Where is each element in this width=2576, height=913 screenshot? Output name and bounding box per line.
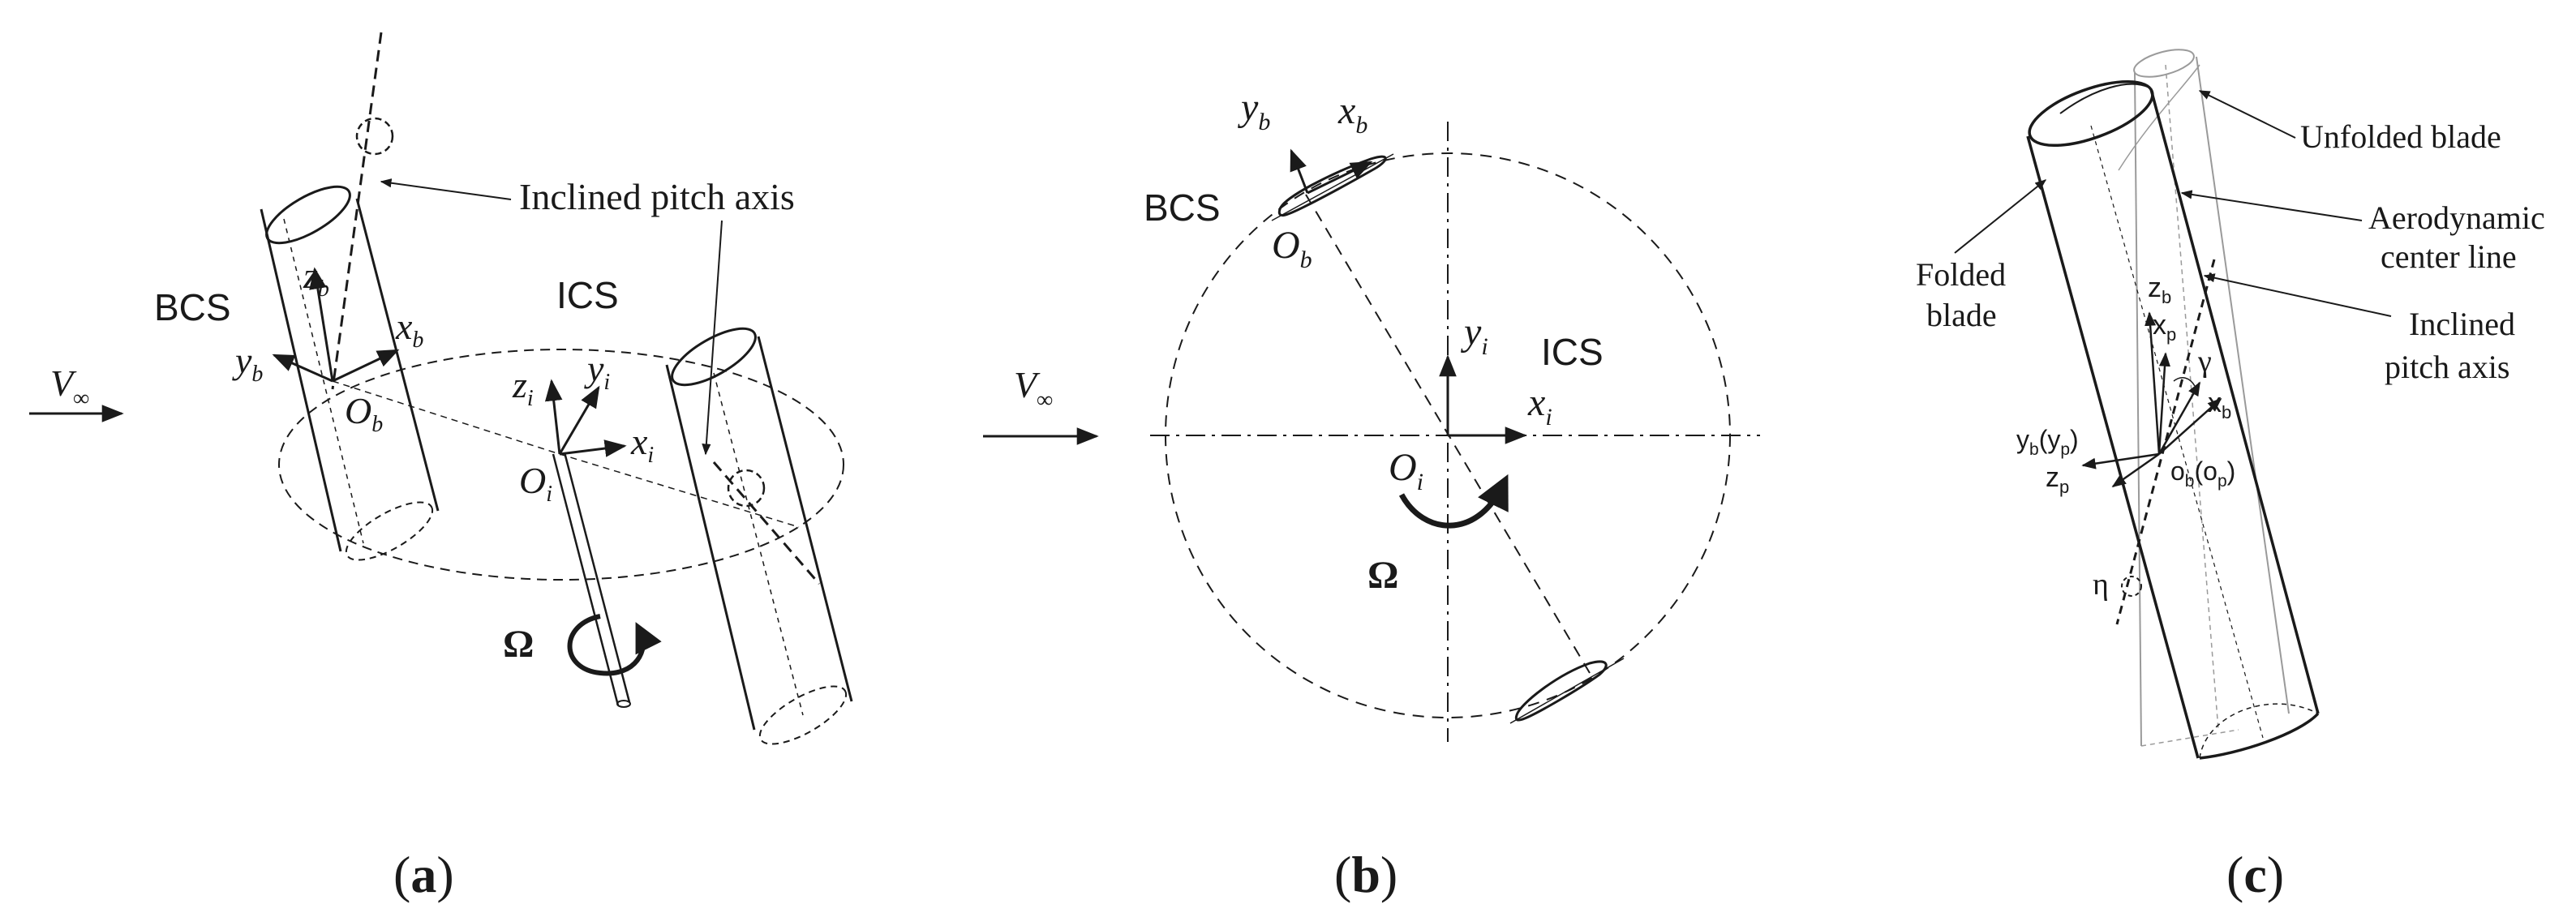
axis-xb-c: xb (2208, 388, 2231, 422)
panel-c: zb xp γ xb yb(yp) zp ob(op) η Unfolded b… (1916, 49, 2545, 903)
blade-axes-c: zb xp γ xb yb(yp) zp ob(op) η (2016, 272, 2235, 602)
unfolded-blade-label: Unfolded blade (2300, 118, 2501, 155)
freestream-arrow-b: V∞ (983, 364, 1099, 445)
axis-zb-c: zb (2148, 272, 2171, 307)
airfoil-bottom (1509, 658, 1625, 724)
folded-blade (2026, 79, 2320, 760)
right-blade (665, 327, 853, 745)
origin-oi-a: Oi (519, 460, 552, 507)
folded-blade-label-line1: Folded (1916, 256, 2006, 293)
folded-blade-label-line2: blade (1926, 297, 1997, 333)
caption-b: (b) (1334, 846, 1397, 903)
airfoil-top (1271, 153, 1394, 221)
origin-ob-b: Ob (1272, 224, 1312, 273)
rotor-plane-ellipse (278, 349, 844, 581)
bcs-axes-a: zb xb yb Ob (232, 255, 423, 437)
axis-xi-a: xi (630, 421, 654, 468)
rotation-arrow-b (1398, 474, 1509, 529)
omega-symbol-b: Ω (1367, 554, 1398, 597)
ics-label-a: ICS (556, 274, 619, 316)
aero-center-label-line1: Aerodynamic (2368, 199, 2545, 236)
axis-zp-c: zp (2046, 462, 2069, 497)
pitch-axis-line-a (331, 32, 383, 390)
rotation-arrow-a (567, 614, 662, 676)
pitch-axis-label: Inclined pitch axis (519, 176, 795, 217)
omega-symbol-a: Ω (503, 623, 534, 666)
freestream-label-b: V∞ (1014, 364, 1053, 413)
bcs-label-a: BCS (154, 286, 231, 328)
axis-yb-yp-c: yb(yp) (2016, 425, 2079, 459)
unfolded-blade (2118, 49, 2290, 747)
axis-yi-b: yi (1460, 311, 1488, 360)
axis-yb-a: yb (232, 340, 263, 387)
caption-c: (c) (2226, 846, 2284, 903)
ics-label-b: ICS (1541, 331, 1604, 373)
gamma-angle-c: γ (2197, 345, 2212, 379)
axis-xb-b: xb (1337, 89, 1367, 139)
freestream-label-a: V∞ (50, 362, 89, 411)
origin-ob-a: Ob (345, 390, 383, 437)
axis-zi-a: zi (512, 364, 534, 411)
ics-axes-b: yi xi Oi (1389, 311, 1552, 495)
panel-a: V∞ Inclined pitch axis BCS zb xb (29, 32, 853, 903)
axis-xp-c: xp (2153, 310, 2176, 345)
rotor-shaft (552, 452, 631, 708)
bcs-label-b: BCS (1144, 186, 1221, 229)
axis-xb-a: xb (395, 306, 423, 353)
panel-b: V∞ yb xb Ob BCS yi xi (983, 86, 1760, 903)
inclined-pitch-label-line1: Inclined (2409, 306, 2515, 342)
axis-xi-b: xi (1527, 381, 1552, 431)
pitch-axis-line-c (2115, 259, 2216, 625)
eta-angle-c: η (2093, 568, 2109, 602)
caption-a: (a) (393, 846, 454, 903)
axis-yb-b: yb (1237, 86, 1270, 135)
inclined-pitch-label-line2: pitch axis (2385, 349, 2509, 385)
pitch-axis-marker-top (355, 117, 394, 156)
axis-yi-a: yi (584, 348, 610, 395)
ics-axes-a: zi yi xi Oi (512, 348, 654, 507)
bcs-axes-b: yb xb Ob (1237, 86, 1373, 273)
axis-zb-a: zb (303, 255, 329, 302)
aero-center-label-line2: center line (2381, 238, 2517, 275)
freestream-arrow-a: V∞ (29, 362, 124, 422)
origin-ob-op-c: ob(op) (2170, 456, 2235, 491)
origin-oi-b: Oi (1389, 446, 1423, 495)
